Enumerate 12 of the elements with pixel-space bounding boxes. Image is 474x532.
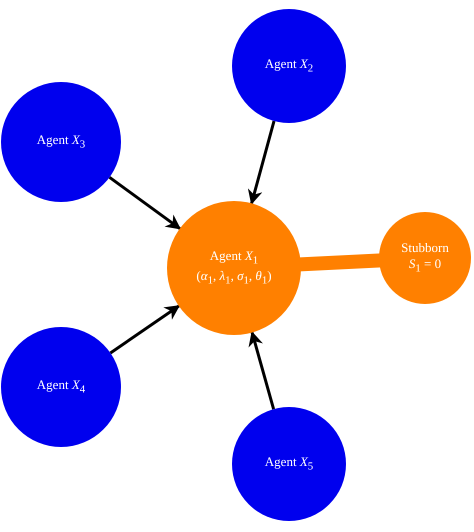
arrow (108, 176, 182, 230)
node-label: Agent X$_{1}$ (210, 248, 258, 268)
arrow (248, 331, 276, 410)
node-label: (α$_{1}$, λ$_{1}$, σ$_{1}$, θ$_{1}$) (196, 268, 272, 288)
node-label: Agent X$_{3}$ (36, 132, 86, 152)
node-label: Agent X$_{5}$ (264, 454, 314, 474)
arrow (248, 120, 276, 205)
arrow (110, 304, 180, 354)
node-label: Stubborn (401, 240, 449, 256)
node-label: Agent X$_{2}$ (264, 56, 314, 76)
node-label: S$_{1}$ = 0 (408, 256, 442, 276)
node-label: Agent X$_{4}$ (36, 376, 86, 398)
